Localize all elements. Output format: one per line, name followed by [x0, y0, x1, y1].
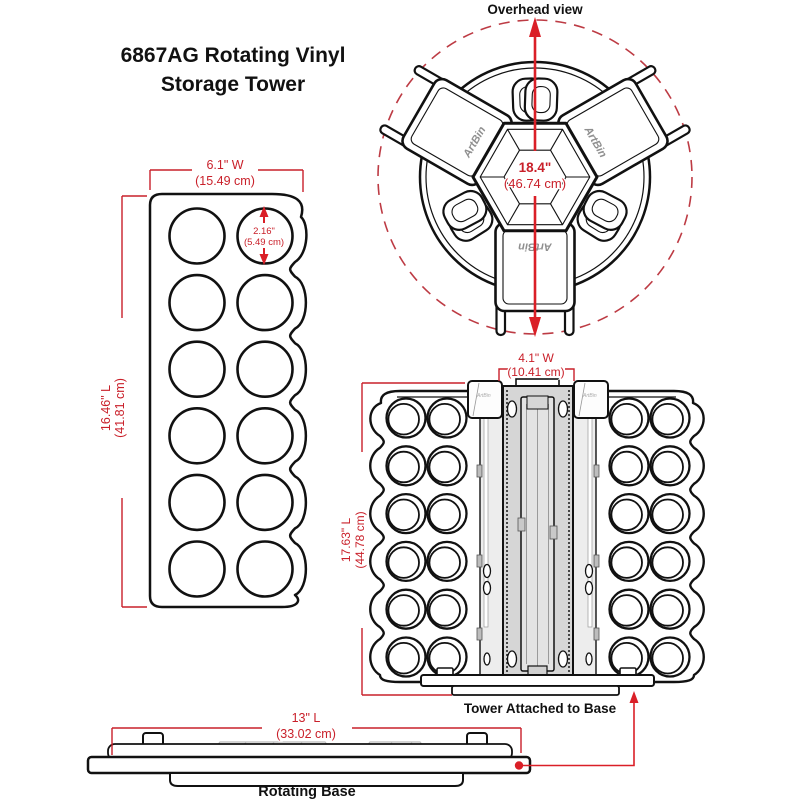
tray-hole [168, 273, 226, 332]
tower-hole-inner [387, 594, 420, 627]
overhead-diameter-inches: 18.4" [519, 160, 552, 175]
tower-length-inches: 17.63" L [339, 518, 353, 563]
column-side-clips [476, 464, 600, 641]
tray-hole-cm: (5.49 cm) [244, 237, 284, 248]
tower-hole-inner [651, 546, 684, 579]
tower-width-inches: 4.1" W [518, 351, 554, 365]
tower-hole-inner [387, 642, 420, 675]
title-block: 6867AG Rotating Vinyl Storage Tower [121, 44, 346, 96]
tower-hole-inner [610, 450, 643, 484]
tray-length-cm: (41.81 cm) [113, 378, 127, 438]
page-title-line1: 6867AG Rotating Vinyl [121, 44, 346, 67]
tray-hole [168, 340, 226, 399]
base-main-bar [86, 755, 532, 775]
tower-clip-right [573, 380, 609, 419]
tower-hole-inner [651, 642, 684, 675]
tray-hole [236, 406, 294, 465]
tower-width-dimension: 4.1" W (10.41 cm) [498, 350, 575, 381]
tower-hole-inner [428, 403, 461, 436]
rotation-diameter-dashed-circle [377, 19, 693, 335]
tower-center-column: ArtBin ArtBin [467, 378, 609, 685]
clip-brand-left: ArtBin [476, 393, 491, 399]
rotating-base-view: 13" L (33.02 cm) Rotating Base [86, 691, 639, 800]
base-bottom-tray [169, 772, 464, 787]
tower-hole-inner [387, 450, 420, 484]
tower-hole-inner [610, 594, 643, 627]
tray-hole [168, 540, 226, 598]
tower-hole-inner [651, 403, 684, 436]
tower-hole-inner [428, 450, 461, 484]
tower-length-cm: (44.78 cm) [353, 511, 367, 568]
tower-caption: Tower Attached to Base [464, 701, 617, 716]
center-hexagon [471, 121, 599, 233]
tray-hole-dimension: 2.16" (5.49 cm) [243, 206, 285, 265]
tray-length-inches: 16.46" L [99, 385, 113, 431]
tower-hole-inner [428, 594, 461, 627]
hexagon-funnel-lines [480, 129, 590, 225]
tray-width-cm: (15.49 cm) [195, 174, 255, 188]
tower-hole-inner [651, 498, 684, 532]
base-pointer [514, 691, 639, 770]
tower-hole-inner [387, 546, 420, 579]
tray-hole [236, 473, 294, 532]
tower-base-plate [420, 667, 655, 696]
tower-hole-inner [387, 498, 420, 532]
tray-width-dimension: 6.1" W (15.49 cm) [149, 157, 304, 192]
overhead-diameter-cm: (46.74 cm) [504, 176, 566, 191]
diameter-arrow [529, 17, 541, 337]
tower-hole-inner [651, 594, 684, 627]
tray-panel-view: 6.1" W (15.49 cm) 16.46" L (41.81 cm) 2.… [98, 157, 308, 609]
tower-length-dimension: 17.63" L (44.78 cm) [338, 382, 465, 696]
tray-hole [236, 340, 294, 399]
tray-hole [168, 207, 226, 265]
tower-hole-inner [610, 403, 643, 436]
tray-holes [168, 207, 294, 598]
clip-brand-right: ArtBin [582, 393, 597, 399]
base-pointer-dot [514, 761, 524, 770]
column-mount-holes [482, 400, 594, 668]
tray-hole [168, 473, 226, 532]
tower-hole-inner [651, 450, 684, 484]
page-title-line2: Storage Tower [161, 73, 305, 96]
base-caption: Rotating Base [258, 784, 356, 800]
tray-hole [236, 273, 294, 332]
tower-wing-right-holes [608, 397, 691, 678]
base-length-inches: 13" L [292, 711, 321, 725]
tower-hole-inner [387, 403, 420, 436]
tower-hole-inner [428, 546, 461, 579]
tower-hole-inner [610, 546, 643, 579]
overhead-view: Overhead view 18.4" (46.74 cm) [351, 2, 719, 337]
tower-width-cm: (10.41 cm) [507, 365, 564, 379]
overhead-view-label: Overhead view [487, 2, 583, 17]
tray-hole-inches: 2.16" [253, 226, 275, 237]
base-length-dimension: 13" L (33.02 cm) [111, 710, 522, 755]
tray-hole [236, 540, 294, 598]
tray-length-dimension: 16.46" L (41.81 cm) [98, 195, 147, 608]
tower-clip-left [467, 380, 503, 419]
base-length-cm: (33.02 cm) [276, 727, 336, 741]
tray-hole [168, 406, 226, 465]
tower-hole-inner [610, 498, 643, 532]
tower-hole-inner [428, 498, 461, 532]
tray-width-inches: 6.1" W [206, 158, 243, 172]
tower-view: ArtBin ArtBin 4.1" W (10.41 cm) 17.63" L… [338, 350, 705, 716]
